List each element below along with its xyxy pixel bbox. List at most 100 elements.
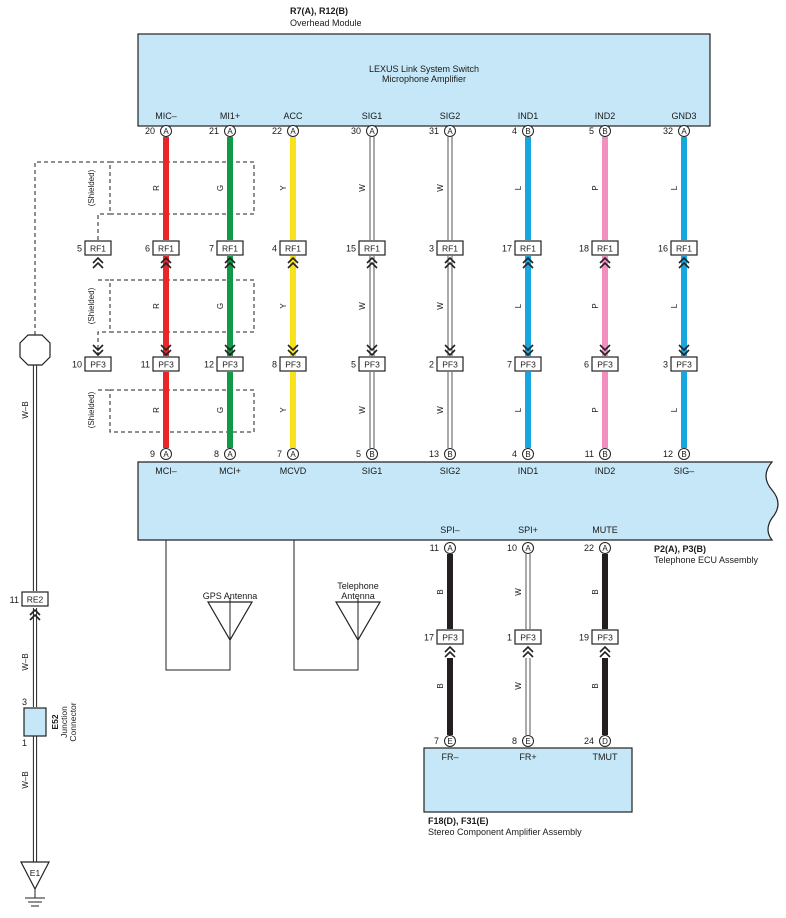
rf1-chevrons-3 xyxy=(366,256,378,269)
wire-color-c-0: R xyxy=(152,407,161,413)
lower-top-conn-2: A xyxy=(602,544,608,553)
lower-bot-conn-1: E xyxy=(525,737,530,746)
rf1-pin-3: 15 xyxy=(346,244,356,254)
pin-name-top-0: MIC– xyxy=(155,111,177,121)
lower-top-conn-1-circle xyxy=(522,542,534,554)
lower-top-conn-0-circle xyxy=(444,542,456,554)
pf3-chevrons-6-stroke xyxy=(599,344,611,352)
wire-color-b-0: R xyxy=(152,303,161,309)
pf3-chevrons-7 xyxy=(678,344,690,357)
conn-top-1-circle xyxy=(224,125,236,137)
rf1-shield-pin: 5 xyxy=(77,244,82,254)
pf3-shield-chevrons xyxy=(92,344,104,357)
wire-color-b-1: G xyxy=(216,303,225,309)
re2-chevrons-stroke xyxy=(29,613,41,621)
junction-name-2: Connector xyxy=(68,702,78,741)
lower-bot-name-2: TMUT xyxy=(593,752,618,762)
overhead-module-name: Overhead Module xyxy=(290,18,362,28)
pf3-pin-4: 2 xyxy=(429,360,434,370)
rf1-chevrons-3-stroke xyxy=(366,256,378,264)
lower-color-a-2: B xyxy=(591,589,600,594)
lower-color-b-0: B xyxy=(436,683,445,688)
pin-num-top-1: 21 xyxy=(209,126,219,136)
rf1-chevrons-6-stroke xyxy=(599,256,611,264)
conn-bot-3-circle xyxy=(366,448,378,460)
wire-color-c-6: P xyxy=(591,407,600,412)
conn-bot-1-circle xyxy=(224,448,236,460)
pin-num-top-0: 20 xyxy=(145,126,155,136)
rf1-0: RF1 xyxy=(158,244,174,254)
lower-bot-conn-0-circle xyxy=(444,735,456,747)
lower-top-pin-0: 11 xyxy=(430,543,439,553)
rf1-7: RF1 xyxy=(676,244,692,254)
pin-name-bot-4: SIG2 xyxy=(440,466,461,476)
pf3-pin-5: 7 xyxy=(507,360,512,370)
rf1-6-box xyxy=(591,240,619,256)
rf1-2-box xyxy=(279,240,307,256)
tel-antenna-lead xyxy=(293,540,359,671)
conn-bot-4: B xyxy=(447,450,452,459)
pin-num-bot-2: 7 xyxy=(277,449,282,459)
pin-name-top-2: ACC xyxy=(283,111,303,121)
rf1-chevrons-5-stroke xyxy=(522,256,534,264)
lower-pf3-0-box xyxy=(436,629,464,645)
wire-color-a-5: L xyxy=(514,185,523,190)
pin-name-bot-2: MCVD xyxy=(280,466,307,476)
lower-top-name-1: SPI+ xyxy=(518,525,538,535)
wire-color-c-7: L xyxy=(670,407,679,412)
pf3-chevrons-4-stroke xyxy=(444,344,456,352)
lower-top-pin-2: 22 xyxy=(584,543,594,553)
lower-chevrons-1-stroke xyxy=(522,645,534,653)
left-wire-color-1: W–B xyxy=(21,401,30,418)
ground-label: E1 xyxy=(30,868,41,878)
telephone-ecu-name: Telephone ECU Assembly xyxy=(654,555,759,565)
pin-name-bot-1: MCI+ xyxy=(219,466,241,476)
junction-ref: E52 xyxy=(50,714,60,729)
pf3-3: PF3 xyxy=(364,360,380,370)
overhead-module-desc-2: Microphone Amplifier xyxy=(382,74,466,84)
pf3-pin-3: 5 xyxy=(351,360,356,370)
left-wire-color-2: W–B xyxy=(21,653,30,670)
lower-bot-pin-2: 24 xyxy=(584,736,594,746)
lower-chevrons-0-stroke xyxy=(444,645,456,653)
pf3-pin-2: 8 xyxy=(272,360,277,370)
pin-name-top-6: IND2 xyxy=(595,111,616,121)
rf1-chevrons-2 xyxy=(287,256,299,269)
pf3-chevrons-7-stroke xyxy=(678,344,690,352)
rf1-chevrons-4 xyxy=(444,256,456,269)
junction-connector-box xyxy=(23,707,47,737)
lower-color-a-1: W xyxy=(514,588,523,596)
pf3-chevrons-4-stroke xyxy=(444,349,456,357)
pin-num-bot-4: 13 xyxy=(429,449,439,459)
shield-label-3: (Shielded) xyxy=(87,391,96,428)
rf1-pin-5: 17 xyxy=(502,244,512,254)
shield-label-1: (Shielded) xyxy=(87,169,96,206)
rf1-0-box xyxy=(152,240,180,256)
rf1-chevrons-7-stroke xyxy=(678,261,690,269)
pf3-shield-box xyxy=(84,356,112,372)
wire-color-c-1: G xyxy=(216,407,225,413)
wire-color-b-3: W xyxy=(358,302,367,310)
rf1-chevrons-7-stroke xyxy=(678,256,690,264)
conn-top-3-circle xyxy=(366,125,378,137)
wire-color-b-5: L xyxy=(514,303,523,308)
rf1-chevrons-5 xyxy=(522,256,534,269)
pf3-chevrons-5 xyxy=(522,344,534,357)
pf3-0: PF3 xyxy=(158,360,174,370)
pf3-shield-pin: 10 xyxy=(72,360,82,370)
wire-color-a-2: Y xyxy=(279,185,288,191)
pf3-chevrons-1-stroke xyxy=(224,349,236,357)
conn-bot-6: B xyxy=(602,450,607,459)
lower-pf3-2: PF3 xyxy=(597,633,613,643)
rf1-chevrons-0 xyxy=(160,256,172,269)
rf1-pin-0: 6 xyxy=(145,244,150,254)
lower-pf3-1-box xyxy=(514,629,542,645)
rf1-chevrons-2-stroke xyxy=(287,256,299,264)
conn-bot-4-circle xyxy=(444,448,456,460)
pf3-chevrons-0-stroke xyxy=(160,349,172,357)
pin-name-bot-0: MCI– xyxy=(155,466,177,476)
lower-chevrons-1-stroke xyxy=(522,650,534,658)
pf3-pin-7: 3 xyxy=(663,360,668,370)
lower-bot-pin-1: 8 xyxy=(512,736,517,746)
pf3-shield-chevrons-stroke xyxy=(92,349,104,357)
